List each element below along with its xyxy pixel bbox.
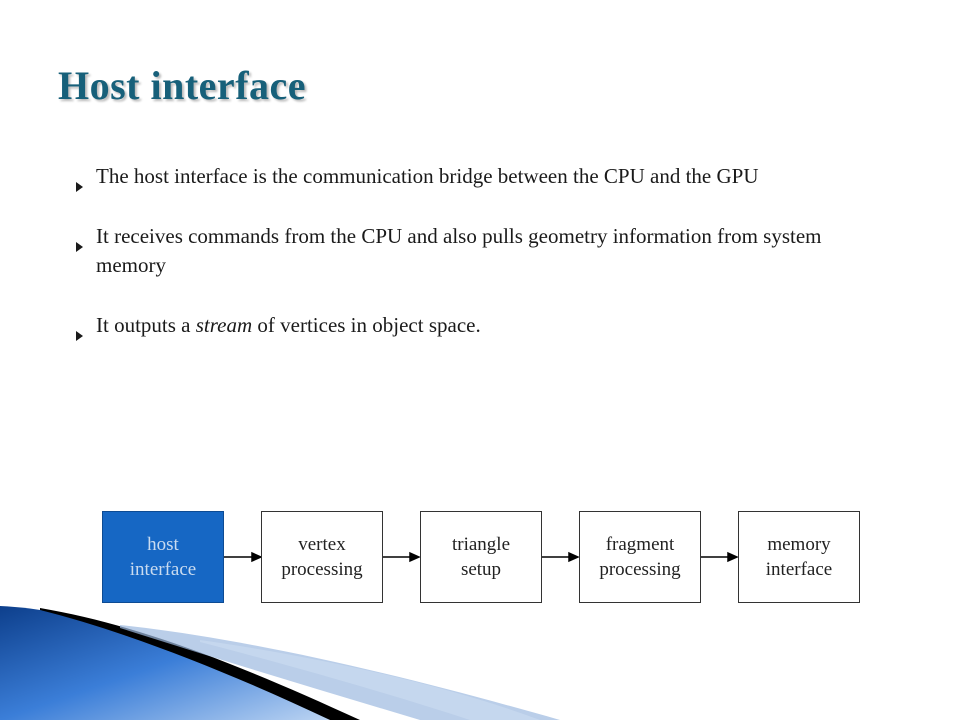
bullet-emphasis: stream xyxy=(195,313,253,337)
triangle-right-icon xyxy=(76,171,83,200)
stage-vertex-processing: vertex processing xyxy=(261,511,383,603)
bullet-list: The host interface is the communication … xyxy=(74,162,874,371)
stage-fragment-processing: fragment processing xyxy=(579,511,701,603)
bullet-text-after: of vertices in object space. xyxy=(252,313,481,337)
stage-label: fragment processing xyxy=(599,534,681,580)
bullet-item: It outputs a stream of vertices in objec… xyxy=(74,311,874,341)
bullet-text: The host interface is the communication … xyxy=(96,164,759,188)
stage-triangle-setup: triangle setup xyxy=(420,511,542,603)
stage-label: vertex processing xyxy=(281,534,363,580)
bullet-text: It outputs a xyxy=(96,313,196,337)
stage-label: memory interface xyxy=(765,534,833,580)
stage-host-interface: host interface xyxy=(102,511,224,603)
bullet-item: The host interface is the communication … xyxy=(74,162,874,192)
triangle-right-icon xyxy=(76,320,83,349)
stage-label: host interface xyxy=(129,534,197,580)
bullet-item: It receives commands from the CPU and al… xyxy=(74,222,874,280)
stage-label: triangle setup xyxy=(451,534,511,580)
stage-memory-interface: memory interface xyxy=(738,511,860,603)
triangle-right-icon xyxy=(76,231,83,260)
slide-title: Host interface xyxy=(58,63,307,108)
bullet-text: It receives commands from the CPU and al… xyxy=(96,224,822,277)
